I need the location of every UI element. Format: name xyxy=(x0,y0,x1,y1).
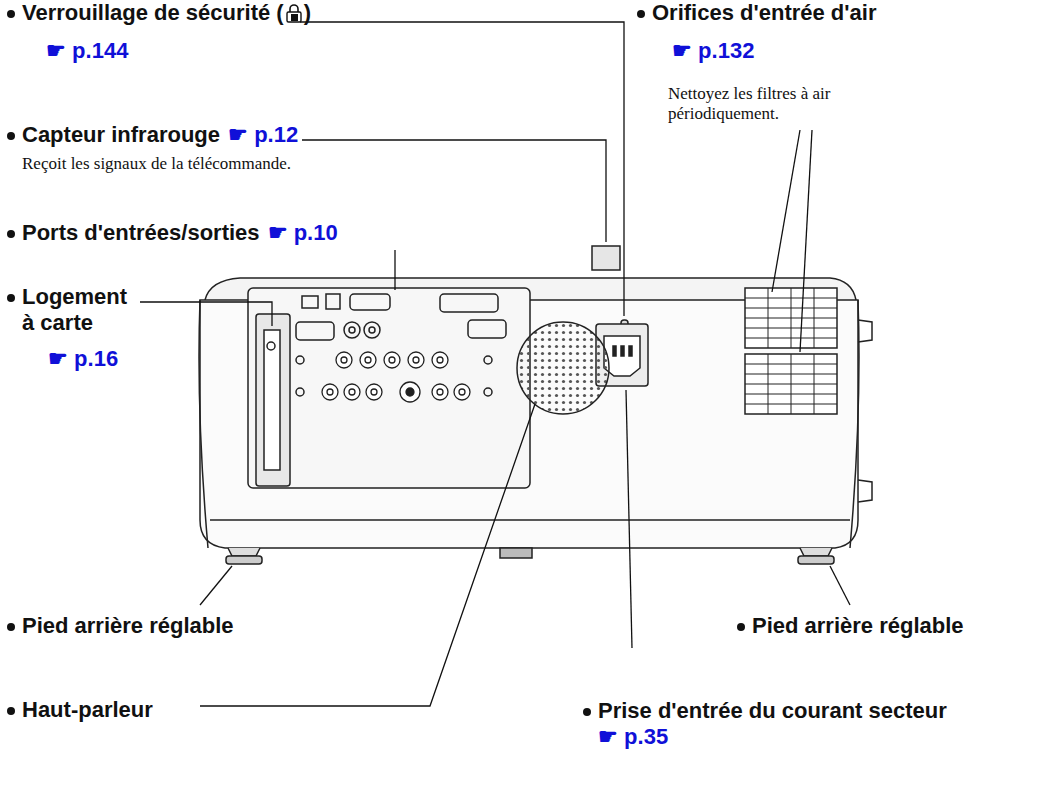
leader-lines xyxy=(140,22,850,706)
part-label-group: Capteur infrarouge ☛ p.12 xyxy=(22,122,298,148)
part-label-group: Ports d'entrées/sorties ☛ p.10 xyxy=(22,220,338,246)
part-label-group: Haut-parleur xyxy=(22,697,153,723)
part-label: Capteur infrarouge xyxy=(22,122,220,147)
part-label: ) xyxy=(304,0,311,25)
lock-icon xyxy=(285,3,303,23)
part-label: Pied arrière réglable xyxy=(22,613,234,638)
page-reference: ☛ p.35 xyxy=(598,724,668,749)
part-label-group: Orifices d'entrée d'air xyxy=(652,0,876,26)
page-reference-group: ☛ p.16 xyxy=(48,346,118,372)
part-label-group: Pied arrière réglable xyxy=(22,613,234,639)
part-note: Reçoit les signaux de la télécommande. xyxy=(22,154,291,173)
part-label: Ports d'entrées/sorties xyxy=(22,220,260,245)
page-reference-group: ☛ p.144 xyxy=(46,38,128,64)
page-reference: ☛ p.144 xyxy=(46,38,128,63)
part-label: Logement à carte xyxy=(22,284,127,335)
bullet-dots xyxy=(7,10,745,716)
part-label-group: Verrouillage de sécurité () xyxy=(22,0,311,26)
part-label: Orifices d'entrée d'air xyxy=(652,0,876,25)
part-label: Haut-parleur xyxy=(22,697,153,722)
page-reference: ☛ p.10 xyxy=(268,220,338,245)
part-note-group: Nettoyez les filtres à air périodiquemen… xyxy=(668,84,908,125)
part-note: Nettoyez les filtres à air périodiquemen… xyxy=(668,84,830,123)
part-label-group: Pied arrière réglable xyxy=(752,613,964,639)
part-label-group: Prise d'entrée du courant secteur☛ p.35 xyxy=(598,698,968,750)
page-reference-group: ☛ p.132 xyxy=(672,38,754,64)
part-note-group: Reçoit les signaux de la télécommande. xyxy=(22,154,352,174)
part-label-group: Logement à carte xyxy=(22,284,140,336)
page-reference: ☛ p.16 xyxy=(48,346,118,371)
page-reference: ☛ p.132 xyxy=(672,38,754,63)
part-label: Prise d'entrée du courant secteur xyxy=(598,698,947,723)
part-label: Pied arrière réglable xyxy=(752,613,964,638)
projector-body xyxy=(199,246,872,564)
part-label: Verrouillage de sécurité ( xyxy=(22,0,284,25)
page-reference: ☛ p.12 xyxy=(228,122,298,147)
